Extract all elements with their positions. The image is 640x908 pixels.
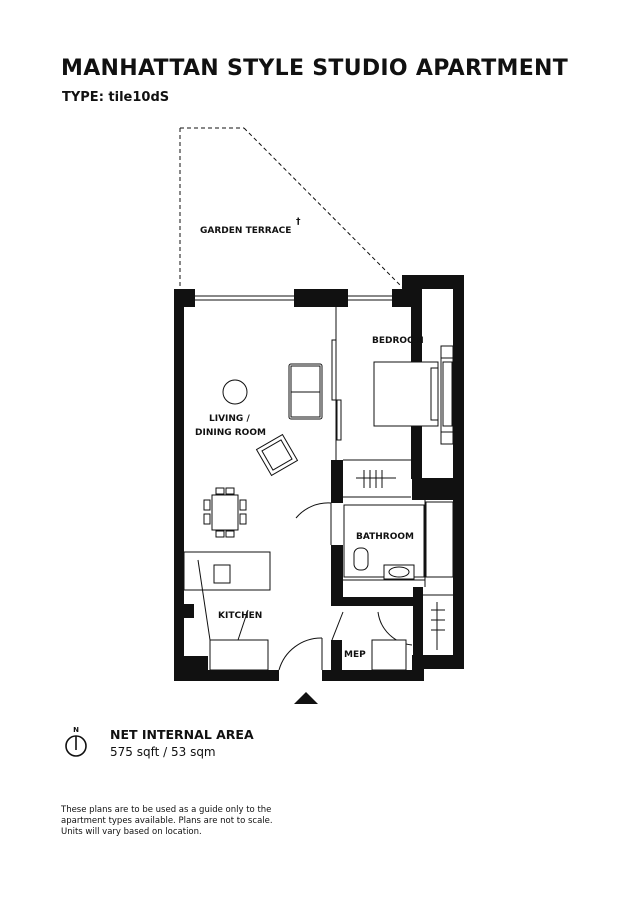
- net-area-heading: NET INTERNAL AREA: [110, 727, 254, 742]
- bathroom-fixtures: [343, 501, 454, 580]
- compass-label: N: [73, 726, 79, 734]
- interior-walls: [331, 460, 423, 680]
- north-compass-icon: N: [65, 726, 87, 757]
- label-living: LIVING /: [209, 414, 250, 424]
- kitchen-counters: [183, 551, 271, 671]
- disclaimer-line: apartment types available. Plans are not…: [61, 816, 273, 826]
- sliding-partition: [331, 339, 342, 441]
- windows: [195, 295, 392, 301]
- label-bathroom: BATHROOM: [356, 532, 414, 542]
- label-kitchen: KITCHEN: [218, 611, 262, 621]
- disclaimer-line: Units will vary based on location.: [61, 827, 202, 837]
- label-mep: MEP: [344, 650, 366, 660]
- page-title: MANHATTAN STYLE STUDIO APARTMENT: [61, 56, 569, 81]
- label-bedroom: BEDROOM: [372, 336, 424, 346]
- entrance-arrow: [294, 692, 318, 704]
- bedroom-furniture: [373, 345, 454, 445]
- disclaimer: These plans are to be used as a guide on…: [61, 805, 273, 838]
- living-furniture: [203, 363, 323, 538]
- wardrobe: [356, 470, 445, 650]
- net-area-value: 575 sqft / 53 sqm: [110, 745, 216, 759]
- label-garden-terrace: GARDEN TERRACE: [200, 226, 291, 236]
- disclaimer-line: These plans are to be used as a guide on…: [61, 805, 272, 815]
- label-dining-room: DINING ROOM: [195, 428, 266, 438]
- mep-cupboard: [371, 639, 407, 671]
- label-garden-terrace-mark: †: [296, 217, 301, 227]
- apartment-type: TYPE: tile10dS: [62, 90, 170, 105]
- garden-terrace-outline: [179, 127, 403, 288]
- door-swings: [278, 502, 413, 671]
